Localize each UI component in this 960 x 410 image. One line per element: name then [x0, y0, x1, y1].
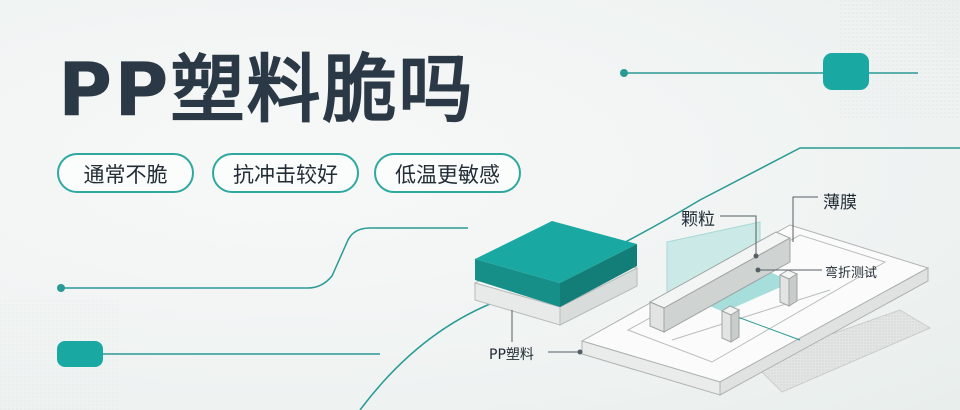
leader-granules	[720, 215, 757, 256]
connector-line-mid	[61, 227, 468, 289]
pp-plastic-plates	[473, 221, 639, 326]
speckled-sheet	[751, 309, 932, 393]
label-pp-plastic: PP塑料	[489, 347, 534, 363]
accent-block-top	[823, 53, 869, 90]
connector-dot-top	[620, 69, 628, 77]
tag-low-temp-sensitive: 低温更敏感	[374, 153, 521, 193]
leader-dot-bend-test	[755, 267, 761, 273]
leader-dot-pp-plastic	[577, 349, 583, 355]
leader-pp-plastic	[511, 310, 580, 353]
bend-beam	[700, 272, 792, 312]
connector-dot-mid	[57, 284, 65, 292]
tag-not-brittle: 通常不脆	[57, 153, 194, 193]
label-film: 薄膜	[823, 193, 857, 213]
accent-block-bottom	[57, 341, 103, 367]
leader-dot-granules	[753, 253, 759, 259]
support-post-left	[720, 305, 741, 343]
label-granules: 颗粒	[681, 210, 715, 230]
page-title: PP塑料脆吗	[58, 47, 475, 133]
tag-impact-resistant: 抗冲击较好	[212, 153, 359, 193]
support-post-right	[778, 269, 799, 307]
granule-bar	[648, 231, 792, 333]
label-bend-test: 弯折测试	[825, 266, 878, 281]
leader-film	[792, 196, 818, 242]
